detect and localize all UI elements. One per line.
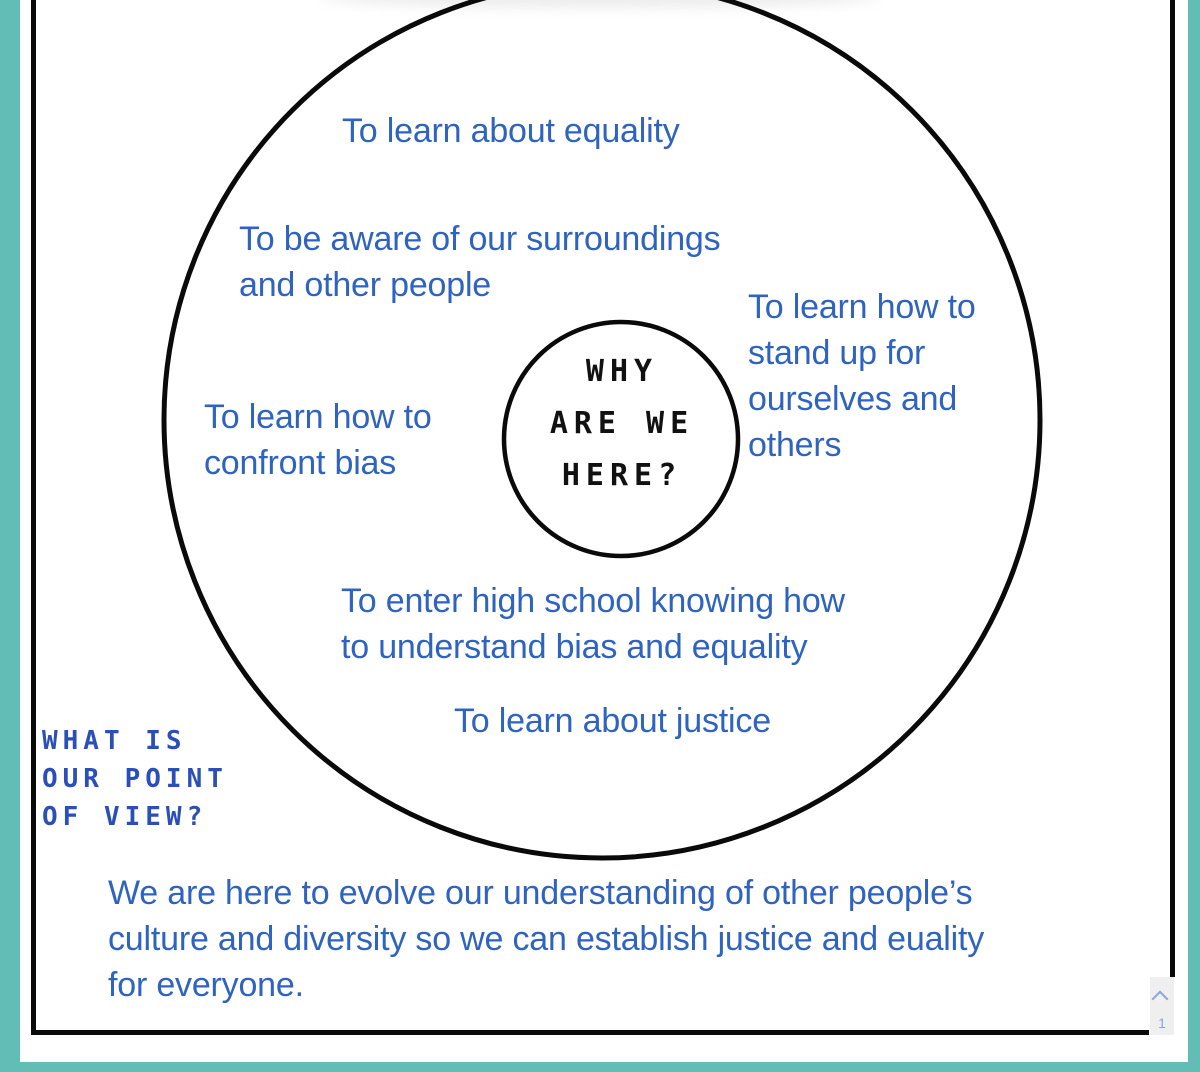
frame-border-left [31, 0, 36, 1035]
center-question-line-2: ARE WE [549, 406, 695, 441]
circle-diagram [161, 0, 1043, 861]
document-page: To learn about equality To be aware of o… [20, 0, 1188, 1062]
frame-border-right [1170, 0, 1175, 977]
reason-confront-bias: To learn how to confront bias [204, 398, 432, 482]
page-scroller[interactable]: 1 [1150, 977, 1174, 1035]
reason-justice: To learn about justice [454, 702, 771, 740]
inner-circle [501, 319, 741, 559]
center-question-line-1: WHY [585, 354, 659, 389]
point-of-view-statement: We are here to evolve our understanding … [108, 874, 985, 1004]
frame-border-bottom [31, 1030, 1149, 1035]
reason-high-school: To enter high school knowing how to unde… [341, 582, 845, 666]
point-of-view-question: WHAT IS OUR POINT OF VIEW? [42, 726, 228, 832]
chevron-up-icon[interactable] [1151, 990, 1169, 1008]
reason-stand-up: To learn how to stand up for ourselves a… [748, 288, 976, 464]
center-question: WHY ARE WE HERE? [504, 346, 740, 502]
page-number: 1 [1158, 1015, 1166, 1031]
reason-equality: To learn about equality [342, 112, 680, 150]
reason-aware: To be aware of our surroundings and othe… [239, 220, 721, 304]
center-question-line-3: HERE? [561, 458, 683, 493]
outer-circle [161, 0, 1043, 861]
top-shadow [320, 0, 880, 8]
